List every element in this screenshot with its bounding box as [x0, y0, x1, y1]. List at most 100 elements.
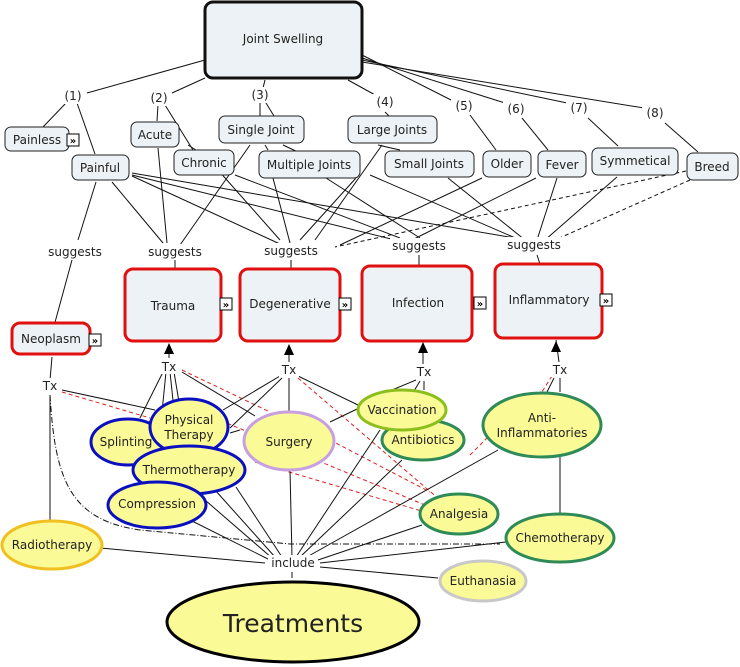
- treatment-anti-inflammatories-line1: Anti-: [528, 411, 556, 425]
- arrow-icon: [284, 344, 294, 355]
- double-chevron-icon: »: [92, 336, 98, 347]
- double-chevron-icon: »: [70, 136, 76, 147]
- criterion-breed-label: Breed: [694, 160, 729, 174]
- treatment-vaccination-label: Vaccination: [367, 403, 436, 417]
- criterion-chronic[interactable]: Chronic: [173, 149, 235, 176]
- treatment-physical-therapy-line1: Physical: [165, 413, 214, 427]
- group-label-6: (6): [508, 102, 525, 116]
- group-label-8: (8): [647, 106, 664, 120]
- criterion-fever[interactable]: Fever: [537, 150, 587, 178]
- criterion-small-joints[interactable]: Small Joints: [384, 150, 475, 178]
- link-tx-trauma: Tx: [161, 360, 176, 374]
- expand-button-inflammatory[interactable]: »: [599, 293, 613, 307]
- criterion-symmetical-label: Symmetical: [600, 154, 671, 168]
- group-label-7: (7): [571, 101, 588, 115]
- treatment-surgery[interactable]: Surgery: [242, 410, 336, 472]
- hub-treatments[interactable]: Treatments: [165, 580, 421, 664]
- link-suggests-degenerative: suggests: [264, 244, 318, 258]
- root-label: Joint Swelling: [242, 32, 323, 46]
- criterion-older[interactable]: Older: [482, 150, 532, 178]
- criterion-multiple-joints-label: Multiple Joints: [267, 158, 351, 172]
- criterion-acute[interactable]: Acute: [130, 121, 180, 148]
- link-tx-infection: Tx: [416, 365, 431, 379]
- link-tx-degenerative: Tx: [281, 363, 296, 377]
- treatment-vaccination[interactable]: Vaccination: [356, 388, 448, 432]
- link-suggests-inflammatory: suggests: [507, 238, 561, 252]
- criterion-breed[interactable]: Breed: [686, 152, 739, 181]
- group-label-3: (3): [252, 88, 269, 102]
- treatment-euthanasia[interactable]: Euthanasia: [438, 559, 528, 603]
- treatment-surgery-label: Surgery: [266, 435, 313, 449]
- treatment-physical-therapy-line2: Therapy: [163, 428, 213, 442]
- treatment-analgesia-label: Analgesia: [430, 507, 488, 521]
- treatment-anti-inflammatories-line2: Inflammatories: [497, 426, 588, 440]
- criterion-fever-label: Fever: [545, 158, 578, 172]
- treatment-splinting-label: Splinting: [100, 435, 153, 449]
- group-label-2: (2): [151, 91, 168, 105]
- diagnosis-infection-label: Infection: [392, 296, 444, 310]
- arrow-icon: [164, 343, 174, 354]
- criterion-painless[interactable]: Painless: [4, 126, 70, 152]
- tx-links: Tx Tx Tx Tx Tx: [40, 359, 570, 393]
- diagnosis-degenerative[interactable]: Degenerative: [238, 267, 342, 343]
- suggests-links: suggests suggests suggests suggests sugg…: [46, 237, 563, 260]
- diagnosis-nodes: Neoplasm » Trauma » Degenerative » Infec…: [10, 262, 613, 356]
- link-suggests-trauma: suggests: [148, 245, 202, 259]
- link-suggests-infection: suggests: [392, 239, 446, 253]
- arrow-icon: [551, 341, 561, 352]
- treatment-nodes: Splinting Physical Therapy Thermotherapy…: [0, 388, 616, 603]
- criterion-symmetical[interactable]: Symmetical: [591, 147, 679, 176]
- criterion-older-label: Older: [491, 157, 524, 171]
- hub-treatments-label: Treatments: [222, 609, 363, 638]
- criteria-nodes: Painless » Painful Acute Chronic Single …: [4, 115, 739, 181]
- treatment-anti-inflammatories[interactable]: Anti- Inflammatories: [481, 391, 603, 459]
- double-chevron-icon: »: [223, 300, 229, 311]
- root-node-joint-swelling[interactable]: Joint Swelling: [203, 0, 364, 80]
- criterion-single-joint[interactable]: Single Joint: [218, 115, 305, 144]
- treatment-thermotherapy-label: Thermotherapy: [142, 463, 236, 477]
- group-label-4: (4): [377, 95, 394, 109]
- treatment-radiotherapy-label: Radiotherapy: [12, 538, 92, 552]
- treatment-chemotherapy[interactable]: Chemotherapy: [504, 512, 616, 564]
- double-chevron-icon: »: [603, 296, 609, 307]
- criterion-large-joints-label: Large Joints: [357, 123, 427, 137]
- treatment-compression[interactable]: Compression: [106, 480, 208, 530]
- group-label-5: (5): [456, 99, 473, 113]
- expand-button-trauma[interactable]: »: [219, 297, 233, 311]
- criterion-large-joints[interactable]: Large Joints: [347, 115, 438, 144]
- criterion-small-joints-label: Small Joints: [394, 157, 464, 171]
- link-suggests-neoplasm: suggests: [48, 245, 102, 259]
- treatment-analgesia[interactable]: Analgesia: [418, 492, 500, 536]
- diagnosis-infection[interactable]: Infection: [360, 264, 474, 343]
- treatment-euthanasia-label: Euthanasia: [450, 574, 517, 588]
- diagnosis-inflammatory[interactable]: Inflammatory: [493, 262, 604, 340]
- treatment-antibiotics-label: Antibiotics: [391, 433, 454, 447]
- group-labels: (1) (2) (3) (4) (5) (6) (7) (8): [60, 87, 668, 121]
- arrow-icon: [418, 342, 428, 353]
- expand-button-neoplasm[interactable]: »: [88, 333, 102, 347]
- treatment-physical-therapy[interactable]: Physical Therapy: [148, 397, 230, 457]
- diagnosis-trauma[interactable]: Trauma: [123, 267, 223, 343]
- criterion-painful[interactable]: Painful: [71, 154, 130, 181]
- diagnosis-neoplasm[interactable]: Neoplasm: [10, 321, 92, 356]
- criterion-single-joint-label: Single Joint: [227, 123, 295, 137]
- expand-button-painless[interactable]: »: [66, 133, 80, 147]
- criterion-multiple-joints[interactable]: Multiple Joints: [258, 150, 361, 179]
- criterion-painless-label: Painless: [13, 133, 61, 147]
- criterion-acute-label: Acute: [138, 128, 172, 142]
- diagnosis-inflammatory-label: Inflammatory: [509, 293, 590, 307]
- criterion-painful-label: Painful: [80, 161, 120, 175]
- link-include: include: [271, 556, 314, 570]
- treatment-radiotherapy[interactable]: Radiotherapy: [0, 519, 104, 571]
- criterion-chronic-label: Chronic: [181, 156, 227, 170]
- double-chevron-icon: »: [477, 299, 483, 310]
- group-label-1: (1): [65, 89, 82, 103]
- link-tx-neoplasm: Tx: [42, 379, 57, 393]
- expand-button-degenerative[interactable]: »: [338, 297, 352, 311]
- diagnosis-degenerative-label: Degenerative: [249, 297, 330, 311]
- link-tx-inflammatory: Tx: [552, 363, 567, 377]
- connections: [42, 54, 699, 579]
- treatment-chemotherapy-label: Chemotherapy: [515, 531, 604, 545]
- expand-button-infection[interactable]: »: [473, 296, 487, 310]
